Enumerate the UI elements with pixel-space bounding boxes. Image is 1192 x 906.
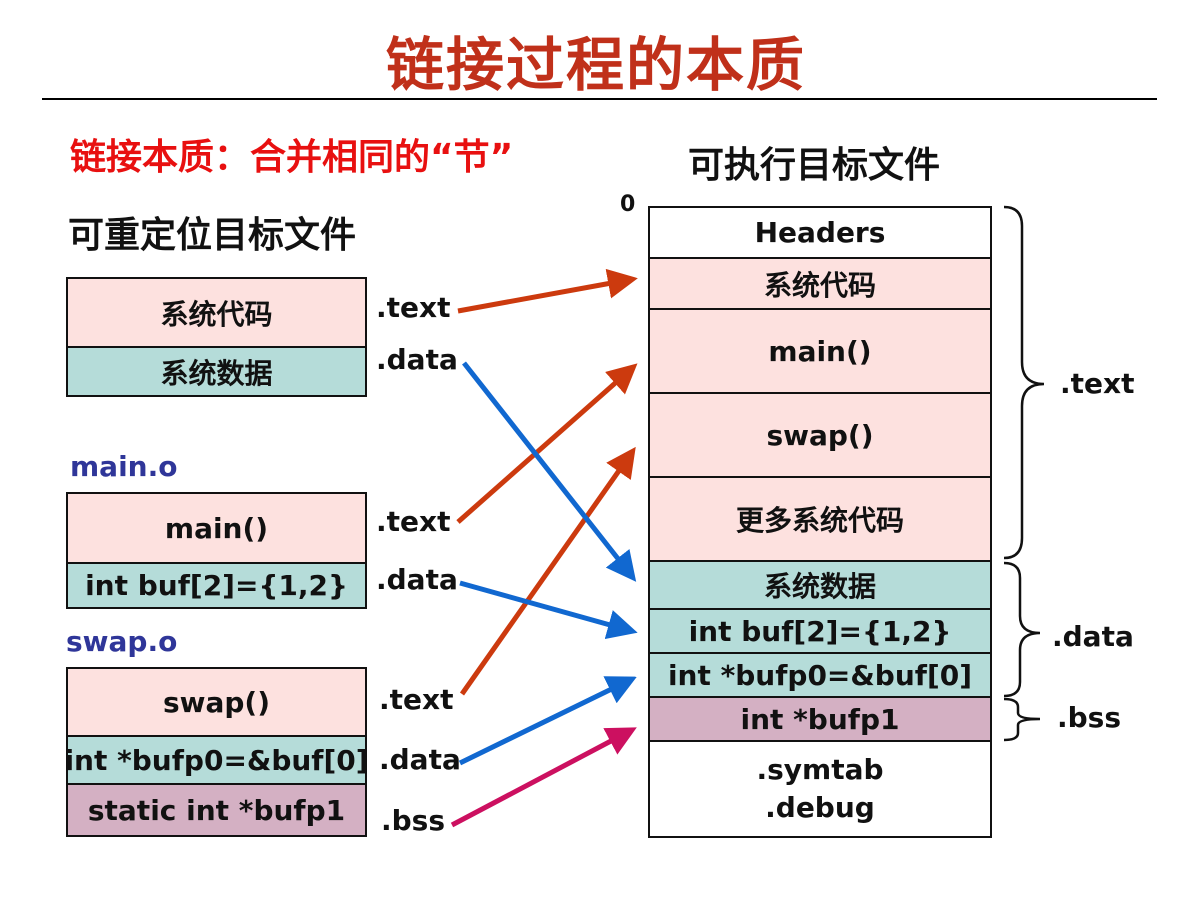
relocatable-heading: 可重定位目标文件 — [68, 215, 357, 256]
arrow-swap-bss — [450, 727, 637, 828]
swap-text-block: swap() — [66, 667, 367, 737]
main-text-section-label: .text — [376, 505, 451, 538]
exe-bufp1-row: int *bufp1 — [648, 696, 992, 742]
exe-swap-row: swap() — [648, 392, 992, 478]
arrow-swap-text — [459, 446, 636, 696]
exe-system-code-row: 系统代码 — [648, 257, 992, 310]
main-data-block: int buf[2]={1,2} — [66, 562, 367, 609]
exe-symtab-debug-row: .symtab .debug — [648, 740, 992, 838]
exe-data-brace-label: .data — [1052, 620, 1134, 653]
subtitle: 链接本质：合并相同的“节” — [70, 137, 514, 178]
exe-buf-row: int buf[2]={1,2} — [648, 608, 992, 654]
page-title: 链接过程的本质 — [385, 31, 806, 99]
main-o-label: main.o — [70, 450, 178, 483]
exe-bss-brace-label: .bss — [1057, 701, 1122, 734]
swap-o-label: swap.o — [66, 625, 178, 658]
swap-text-section-label: .text — [379, 683, 454, 716]
swap-data-section-label: .data — [379, 743, 461, 776]
swap-bss-block: static int *bufp1 — [66, 783, 367, 837]
exe-more-system-code-row: 更多系统代码 — [648, 476, 992, 562]
data-brace — [1003, 561, 1041, 698]
system-data-block: 系统数据 — [66, 346, 367, 397]
title-divider — [42, 98, 1157, 100]
arrow-system-text — [457, 268, 638, 314]
exe-debug-label: .debug — [765, 791, 875, 824]
arrow-main-text — [456, 363, 638, 524]
exe-bufp0-row: int *bufp0=&buf[0] — [648, 652, 992, 698]
exe-system-data-row: 系统数据 — [648, 560, 992, 610]
exe-text-brace-label: .text — [1060, 367, 1135, 400]
arrow-swap-data — [458, 676, 637, 766]
system-data-section-label: .data — [376, 343, 458, 376]
arrow-system-data — [462, 361, 637, 582]
system-text-block: 系统代码 — [66, 277, 367, 348]
system-text-section-label: .text — [376, 291, 451, 324]
offset-zero-label: 0 — [620, 192, 636, 217]
arrow-main-data — [459, 580, 638, 640]
swap-bss-section-label: .bss — [381, 804, 446, 837]
text-brace — [1003, 205, 1045, 560]
main-data-section-label: .data — [376, 563, 458, 596]
bss-brace — [1003, 697, 1041, 742]
main-text-block: main() — [66, 492, 367, 564]
exe-symtab-label: .symtab — [756, 753, 884, 786]
executable-heading: 可执行目标文件 — [688, 145, 941, 186]
